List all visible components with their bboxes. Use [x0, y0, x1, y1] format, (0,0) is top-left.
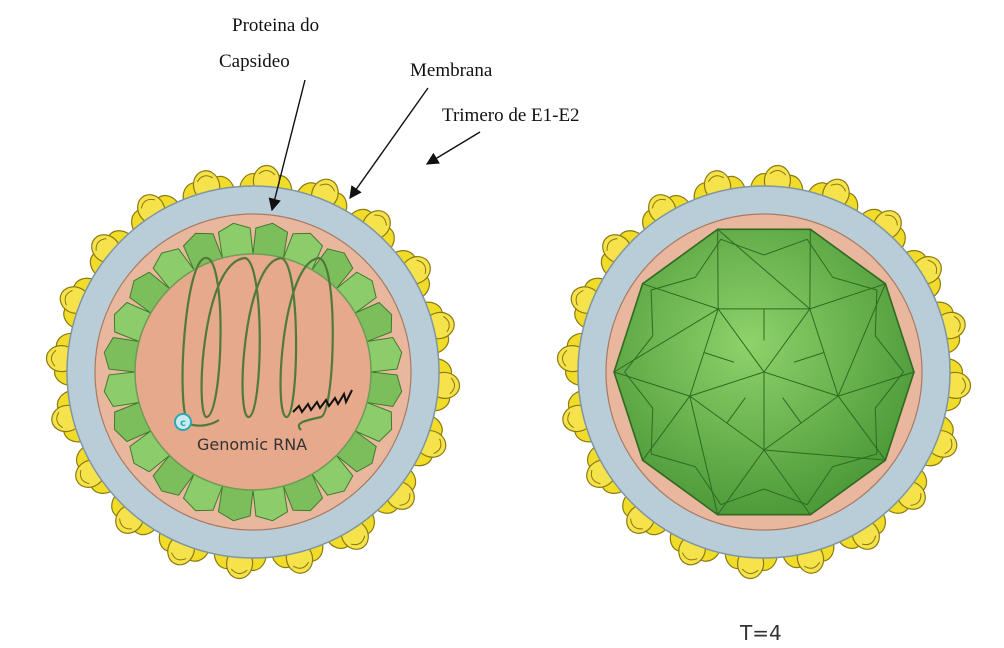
capsid-protein-label-line1: Proteina do: [232, 15, 319, 36]
genomic-rna-label: Genomic RNA: [197, 435, 307, 454]
membrane-arrow: [350, 88, 428, 198]
capsid-facet-edge: [810, 229, 811, 309]
inner-core: [135, 254, 371, 490]
left-virion: c Genomic RNA: [45, 164, 462, 581]
capsid-protein-label-line2: Capsideo: [219, 51, 290, 72]
triangulation-label: T=4: [739, 621, 782, 645]
membrane-label: Membrana: [410, 60, 493, 81]
right-virion: [556, 164, 973, 581]
trimer-label: Trimero de E1-E2: [442, 105, 580, 126]
cap-label: c: [180, 418, 186, 429]
capsid-facet-edge: [718, 229, 719, 309]
trimer-arrow: [427, 132, 480, 164]
